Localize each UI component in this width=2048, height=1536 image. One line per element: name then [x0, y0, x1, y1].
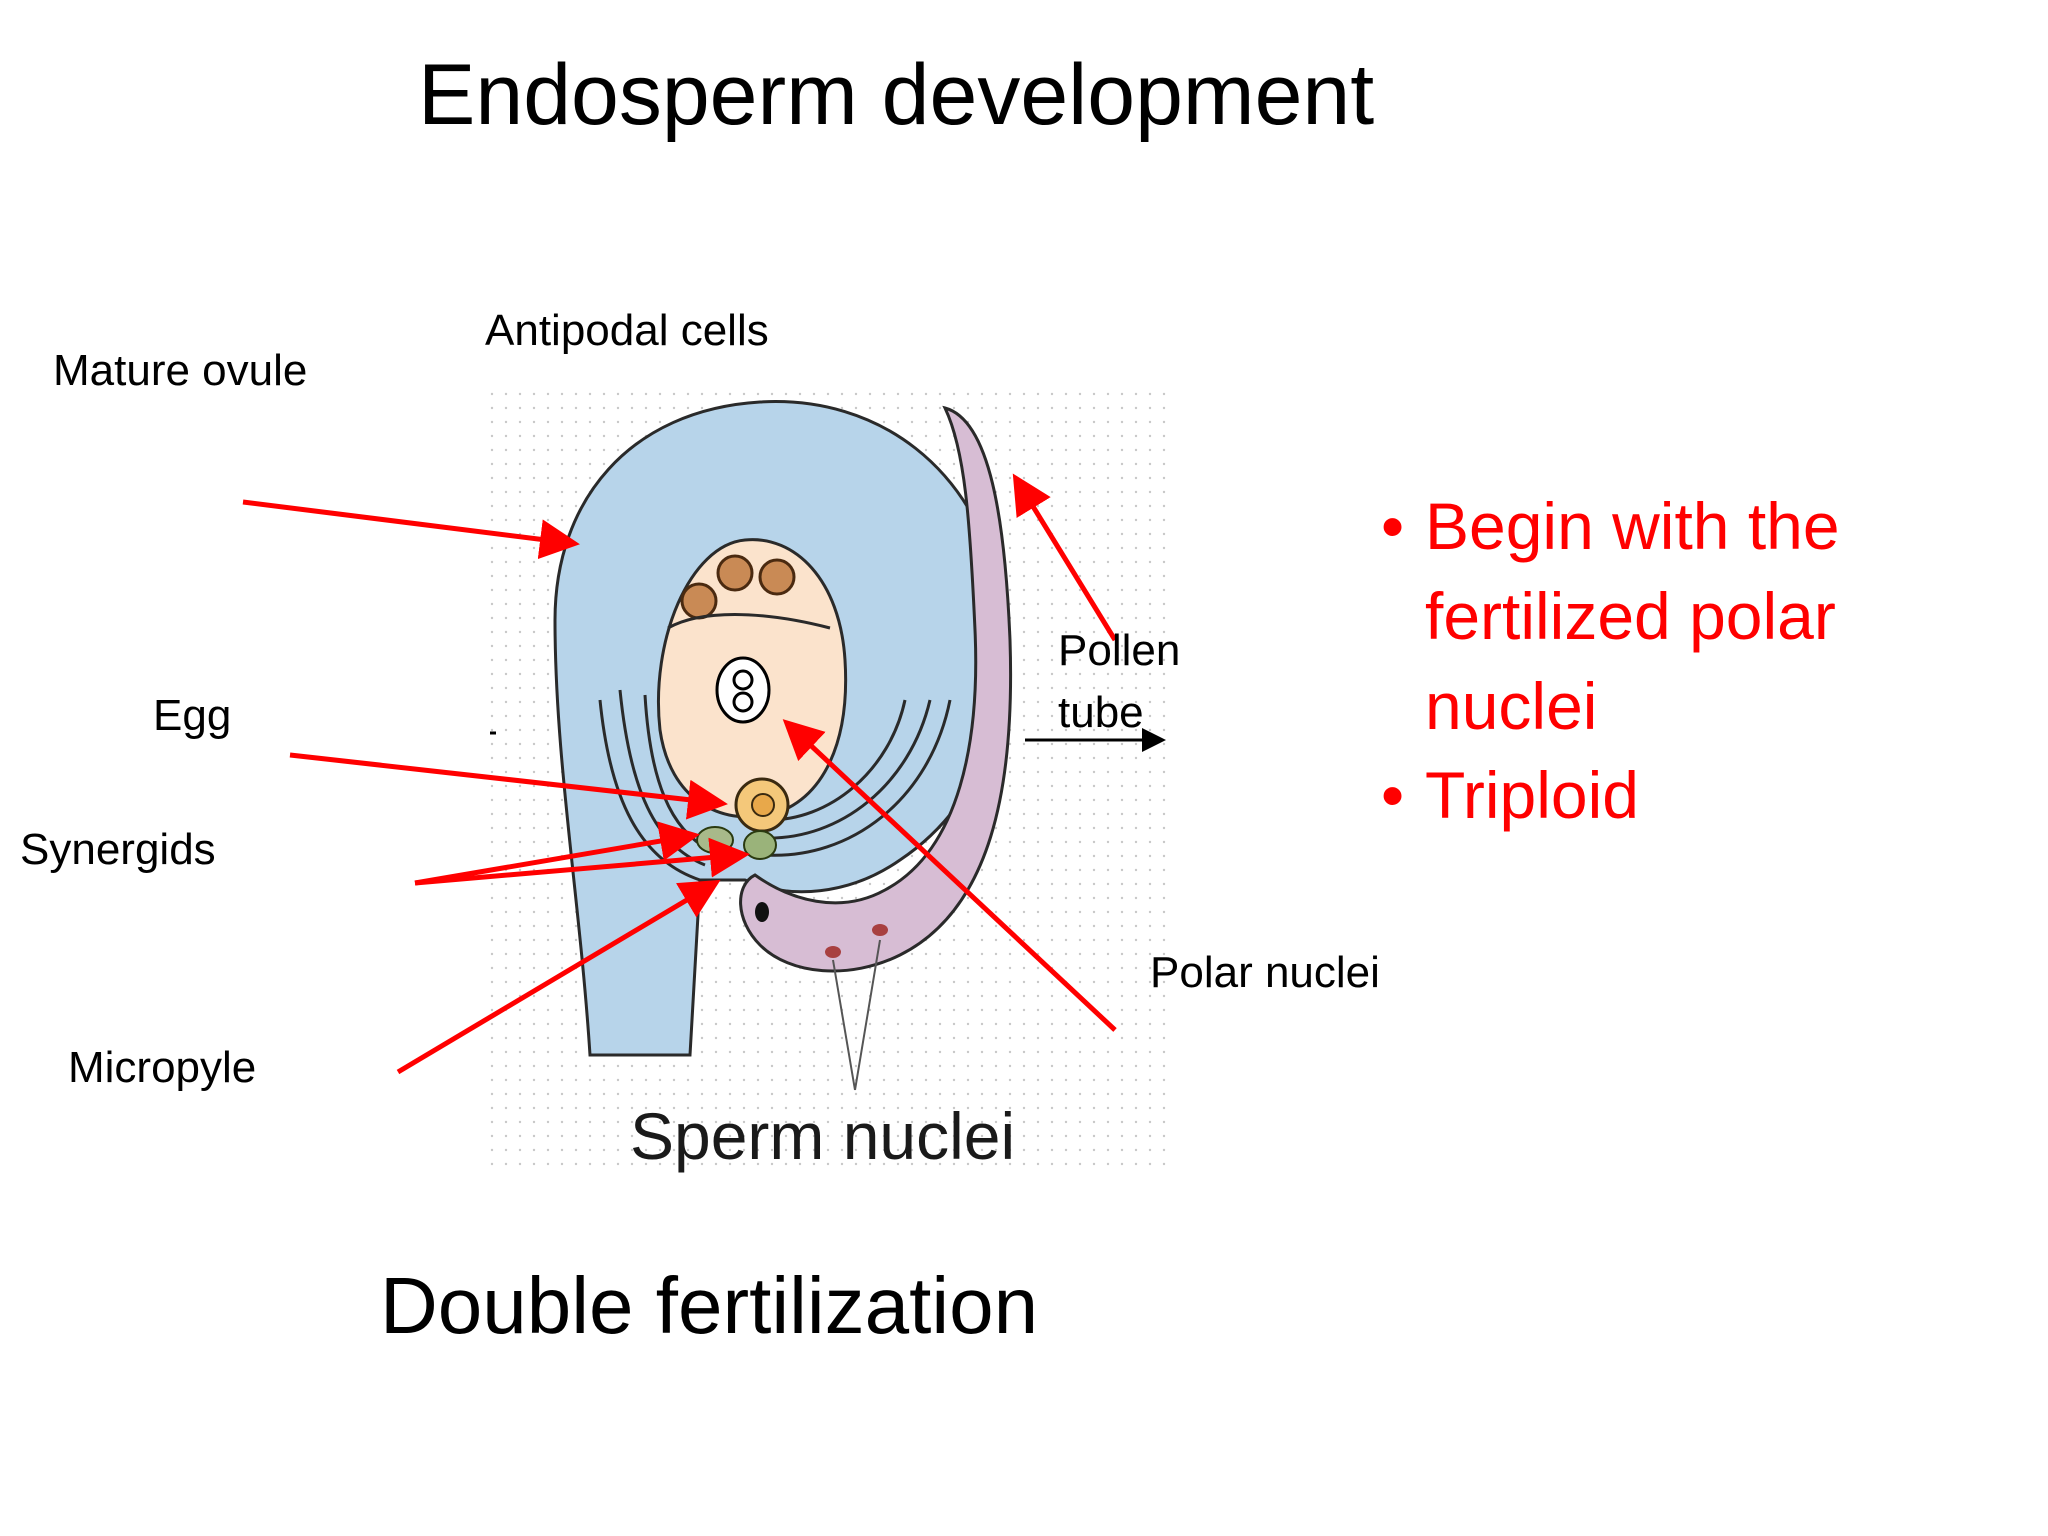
label-tube: tube	[1058, 688, 1144, 737]
label-polar-nuclei: Polar nuclei	[1150, 948, 1380, 997]
integument-line	[764, 699, 952, 857]
label-synergids: Synergids	[20, 825, 216, 874]
label-micropyle: Micropyle	[68, 1043, 257, 1092]
antipodal-boundary	[667, 613, 831, 630]
bullet-item: Triploid	[1381, 751, 1945, 841]
integument-line	[598, 699, 701, 882]
sperm-nucleus	[872, 924, 888, 936]
sperm-nucleus	[825, 946, 841, 958]
antipodal-cell	[680, 582, 718, 620]
bullet-item: Begin with the fertilized polar nuclei	[1381, 482, 1945, 751]
synergid	[743, 830, 777, 860]
synergid	[696, 826, 734, 854]
arrow-micropyle	[396, 879, 721, 1075]
label-mature-ovule: Mature ovule	[53, 346, 308, 395]
label-antipodal-cells: Antipodal cells	[485, 306, 769, 355]
label-egg: Egg	[153, 691, 232, 740]
page-title: Endosperm development	[418, 47, 1375, 143]
antipodal-cell	[758, 558, 796, 596]
caption: Double fertilization	[380, 1261, 1039, 1350]
arrow-synergid-1	[414, 821, 700, 886]
arrow-mature-ovule	[242, 499, 580, 560]
arrow-polar-nuclei	[782, 719, 1117, 1032]
label-pollen: Pollen	[1058, 626, 1181, 675]
sperm-nucleus	[755, 902, 769, 922]
arrow-egg	[289, 752, 728, 820]
bullet-list: Begin with the fertilized polar nuclei T…	[1381, 482, 1945, 841]
pollen-tube	[739, 405, 1013, 973]
arrow-synergid-2	[414, 837, 750, 886]
label-sperm-nuclei: Sperm nuclei	[630, 1099, 1016, 1173]
arrow-pollen-tube	[1012, 473, 1118, 642]
antipodal-cell	[716, 554, 754, 592]
